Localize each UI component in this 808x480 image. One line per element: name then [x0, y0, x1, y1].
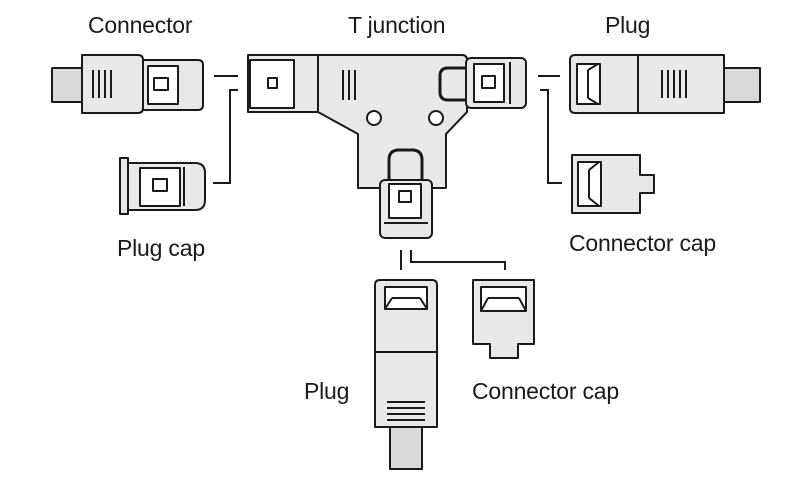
t-junction-right-latch — [473, 63, 505, 103]
plug-cap-flange — [119, 157, 129, 215]
t-junction-bottom-window — [398, 190, 412, 203]
connector-left-body — [81, 54, 144, 114]
plug-bottom-socket-bevel — [384, 297, 428, 310]
t-junction-right-clip — [438, 66, 468, 102]
leader-plug-cap — [213, 89, 238, 184]
label-plug-cap: Plug cap — [117, 235, 205, 261]
connector-left-grip-icon — [92, 70, 112, 98]
connector-cap-right — [571, 154, 655, 214]
connector-cap-right-bevel — [588, 161, 600, 207]
label-t-junction: T junction — [348, 12, 446, 38]
t-junction-grip-icon — [342, 70, 356, 100]
leader-connector-cap-bottom — [410, 250, 506, 270]
connector-left — [51, 54, 204, 114]
plug-cap-window — [152, 178, 168, 192]
t-junction-screw-right-icon — [428, 110, 444, 126]
plug-right — [569, 54, 761, 114]
connector-left-cable — [51, 67, 83, 103]
t-junction-screw-left-icon — [366, 110, 382, 126]
label-connector: Connector — [88, 12, 193, 38]
label-connector-cap-right: Connector cap — [569, 230, 716, 256]
connector-cap-bottom-bevel — [480, 297, 527, 312]
plug-bottom-body — [374, 279, 438, 428]
plug-right-cable — [723, 67, 761, 103]
plug-bottom-grip-icon — [387, 401, 425, 421]
connector-cap-bottom — [472, 279, 535, 359]
plug-right-body — [569, 54, 725, 114]
plug-cap-latch — [139, 167, 181, 207]
connector-left-window — [153, 77, 169, 91]
leader-lines — [213, 75, 562, 270]
label-plug-right: Plug — [605, 12, 651, 38]
label-connector-cap-bottom: Connector cap — [472, 378, 619, 404]
plug-bottom-cable — [389, 426, 423, 470]
t-junction-right-window — [481, 75, 496, 89]
plug-right-grip-icon — [661, 70, 687, 98]
leader-connector-cap-right — [540, 89, 562, 184]
label-plug-bottom: Plug — [304, 378, 350, 404]
t-junction-socket-window — [267, 77, 278, 89]
plug-bottom — [374, 279, 438, 470]
plug-cap — [119, 157, 206, 215]
plug-right-socket-bevel — [587, 63, 599, 105]
t-junction-bottom-clip — [387, 148, 424, 185]
t-junction — [247, 54, 527, 239]
